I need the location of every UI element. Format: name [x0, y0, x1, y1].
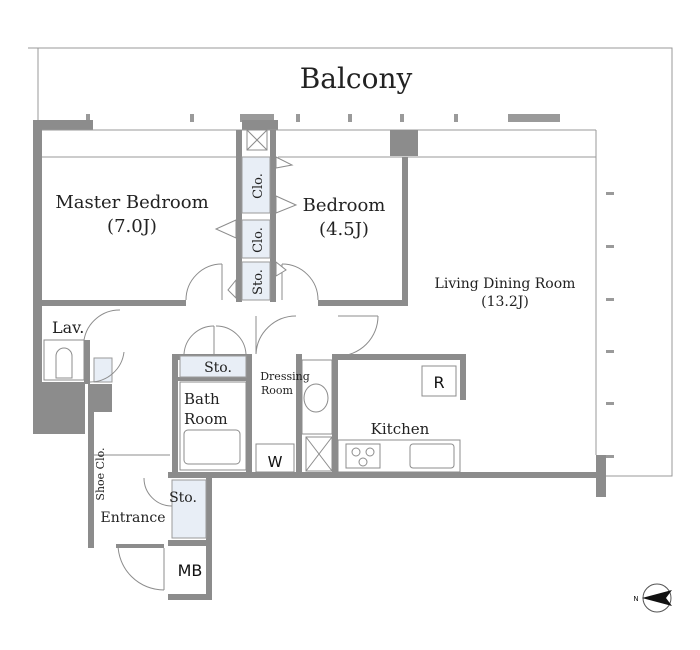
- balcony-area: [28, 47, 673, 477]
- duct-boxes: [91, 129, 413, 472]
- storage-3-label: Sto.: [169, 490, 197, 506]
- living-room-size: (13.2J): [481, 294, 529, 310]
- closet-door-marks: [214, 156, 298, 300]
- balcony-label: Balcony: [300, 62, 413, 95]
- storage-1-label: Sto.: [251, 269, 266, 295]
- master-bedroom-name: Master Bedroom: [55, 192, 208, 213]
- washer-label: W: [268, 453, 283, 471]
- dressing-room-line1: Dressing: [260, 370, 310, 383]
- bath-room-line2: Room: [184, 410, 228, 428]
- balcony-rail-posts: [86, 114, 560, 122]
- compass-north-label: N: [633, 595, 638, 603]
- dressing-room-line2: Room: [261, 384, 294, 397]
- fixtures: [43, 339, 461, 473]
- shoe-closet-label: Shoe Clo.: [94, 447, 107, 500]
- kitchen-label: Kitchen: [371, 420, 430, 438]
- lavatory-label: Lav.: [52, 318, 84, 337]
- master-bedroom-size: (7.0J): [107, 216, 157, 237]
- storage-fills: [93, 156, 271, 539]
- bath-room-line1: Bath: [184, 390, 220, 408]
- storage-2-label: Sto.: [204, 360, 232, 376]
- east-wall-ticks: [606, 192, 614, 458]
- window-lines: [42, 129, 597, 455]
- closet-2-label: Clo.: [251, 227, 266, 253]
- closet-1-label: Clo.: [251, 173, 266, 199]
- entrance-label: Entrance: [100, 510, 165, 526]
- refrigerator-label: R: [433, 373, 444, 392]
- exterior-walls: [33, 120, 606, 497]
- living-room-name: Living Dining Room: [435, 276, 576, 292]
- bedroom-name: Bedroom: [303, 195, 386, 216]
- door-swings: [83, 263, 379, 591]
- bedroom-size: (4.5J): [319, 219, 369, 240]
- meter-box-label: MB: [178, 561, 203, 580]
- compass-icon: N: [633, 583, 672, 613]
